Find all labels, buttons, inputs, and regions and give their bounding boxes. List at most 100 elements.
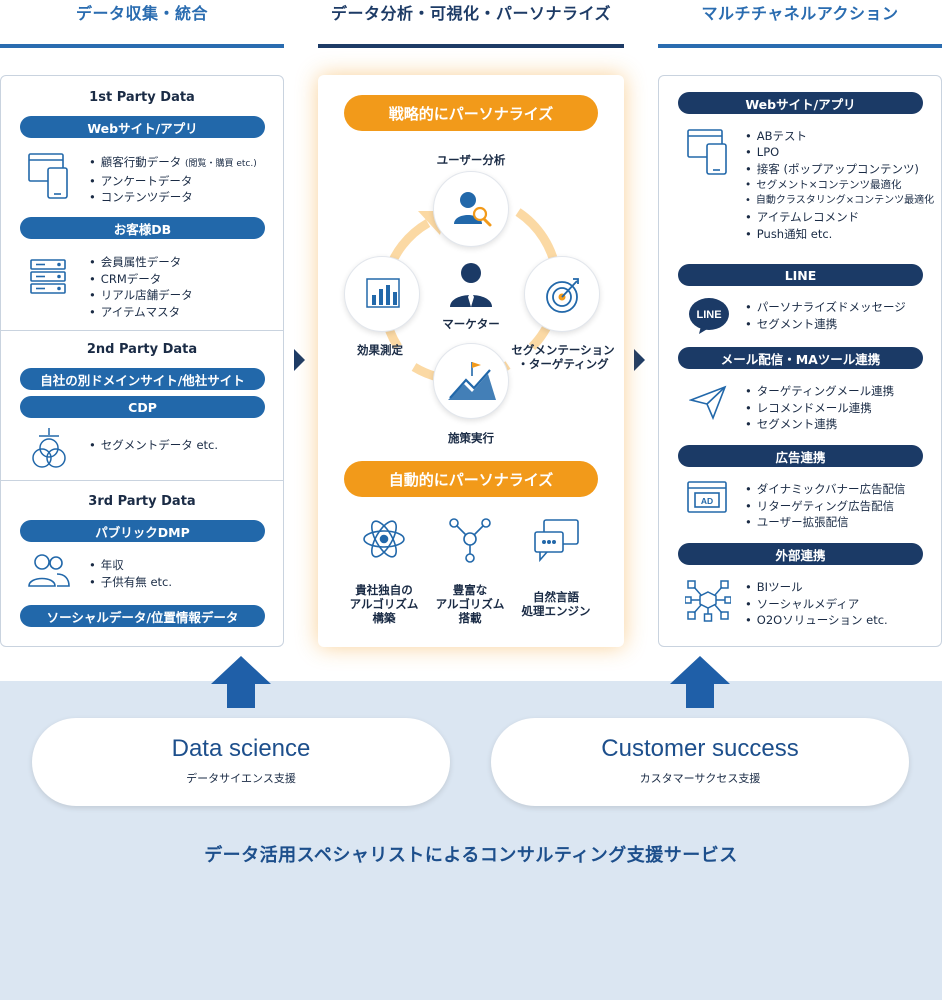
first-party-title: 1st Party Data: [89, 90, 195, 105]
social-location-pill: ソーシャルデータ/位置情報データ: [20, 605, 265, 627]
data-science-title: Data science: [171, 735, 311, 762]
customer-db-pill: お客様DB: [20, 217, 265, 239]
list-item: セグメント連携: [745, 316, 906, 333]
feature-label-nlp-engine: 自然言語 処理エンジン: [521, 590, 591, 618]
list-item: 子供有無 etc.: [89, 574, 172, 591]
customer-success-title: Customer success: [601, 735, 799, 762]
multichannel-panel: Webサイト/アプリ ABテスト LPO 接客 (ポップアップコンテンツ) セグ…: [658, 75, 942, 647]
list-item: リターゲティング広告配信: [745, 498, 906, 515]
ad-text: AD: [701, 496, 713, 506]
hub-network-icon: [684, 578, 732, 626]
ad-window-icon: AD: [686, 480, 730, 520]
list-item: LPO: [745, 144, 934, 160]
customer-db-list: 会員属性データ CRMデータ リアル店舗データ アイテムマスタ: [89, 254, 193, 320]
column-rule-right: [658, 44, 942, 48]
list-item: 年収: [89, 557, 172, 574]
list-item: セグメント×コンテンツ最適化: [745, 177, 934, 193]
list-item: コンテンツデータ: [89, 189, 257, 206]
database-server-icon: [29, 258, 69, 304]
list-item: ダイナミックバナー広告配信: [745, 481, 906, 498]
segmentation-node: [524, 256, 600, 332]
first-party-web-pill: Webサイト/アプリ: [20, 116, 265, 138]
second-party-title: 2nd Party Data: [86, 342, 198, 357]
atom-icon: [360, 515, 408, 567]
column-title-data-collection: データ収集・統合: [75, 4, 208, 23]
ads-action-list: ダイナミックバナー広告配信 リターゲティング広告配信 ユーザー拡張配信: [745, 481, 906, 531]
column-title-multichannel: マルチチャネルアクション: [701, 4, 899, 23]
web-app-pill: Webサイト/アプリ: [678, 92, 923, 114]
list-item: BIツール: [745, 579, 888, 596]
external-action-list: BIツール ソーシャルメディア O2Oソリューション etc.: [745, 579, 888, 629]
list-item: 自動クラスタリング×コンテンツ最適化: [745, 193, 934, 209]
up-arrow-icon: [670, 656, 730, 712]
list-item: ターゲティングメール連携: [745, 383, 894, 400]
section-divider: [1, 330, 283, 331]
flow-arrow-right-icon: [634, 349, 645, 371]
list-item: アンケートデータ: [89, 173, 257, 190]
auto-personalize-pill: 自動的にパーソナライズ: [344, 461, 598, 497]
paper-plane-icon: [688, 384, 729, 426]
list-item: ソーシャルメディア: [745, 596, 888, 613]
target-icon: [546, 278, 579, 313]
devices-icon: [27, 152, 75, 204]
chat-bubbles-icon: [532, 517, 582, 567]
line-action-list: パーソナライズドメッセージ セグメント連携: [745, 299, 906, 332]
list-item: レコメンドメール連携: [745, 400, 894, 417]
consulting-service-caption: データ活用スペシャリストによるコンサルティング支援サービス: [204, 845, 738, 866]
effect-measurement-node: [344, 256, 420, 332]
ads-pill: 広告連携: [678, 445, 923, 467]
list-item: 顧客行動データ (閲覧・購買 etc.): [89, 154, 257, 173]
data-collection-panel: 1st Party Data Webサイト/アプリ 顧客行動データ (閲覧・購買…: [0, 75, 284, 647]
customer-success-subtitle: カスタマーサクセス支援: [639, 772, 761, 785]
feature-label-custom-algorithm: 貴社独自の アルゴリズム 構築: [349, 583, 419, 625]
list-item: CRMデータ: [89, 271, 193, 288]
list-item: Push通知 etc.: [745, 226, 934, 242]
list-item: 接客 (ポップアップコンテンツ): [745, 161, 934, 177]
up-arrow-icon: [211, 656, 271, 712]
cycle-label-segmentation: セグメンテーション ・ターゲティング: [511, 343, 615, 371]
strategic-personalize-pill: 戦略的にパーソナライズ: [344, 95, 598, 131]
third-party-list: 年収 子供有無 etc.: [89, 557, 172, 590]
feature-label-rich-algorithm: 豊富な アルゴリズム 搭載: [435, 583, 505, 625]
list-item: パーソナライズドメッセージ: [745, 299, 906, 316]
mountain-flag-icon: [448, 362, 496, 400]
mail-action-list: ターゲティングメール連携 レコメンドメール連携 セグメント連携: [745, 383, 894, 433]
list-item: アイテムマスタ: [89, 304, 193, 321]
second-party-list: セグメントデータ etc.: [89, 437, 218, 454]
second-party-domain-pill: 自社の別ドメインサイト/他社サイト: [20, 368, 265, 390]
flow-arrow-right-icon: [294, 349, 305, 371]
third-party-title: 3rd Party Data: [88, 494, 196, 509]
first-party-web-list: 顧客行動データ (閲覧・購買 etc.) アンケートデータ コンテンツデータ: [89, 154, 257, 206]
customer-success-bubble: Customer success カスタマーサクセス支援: [491, 718, 909, 806]
cycle-label-execution: 施策実行: [448, 431, 494, 445]
line-logo-icon: LINE: [687, 296, 731, 340]
section-divider: [1, 480, 283, 481]
external-pill: 外部連携: [678, 543, 923, 565]
data-science-subtitle: データサイエンス支援: [186, 772, 296, 785]
list-item: セグメント連携: [745, 416, 894, 433]
list-item: ABテスト: [745, 128, 934, 144]
list-item: リアル店舗データ: [89, 287, 193, 304]
column-rule-center: [318, 44, 624, 48]
line-logo-text: LINE: [696, 309, 721, 321]
segment-venn-icon: [27, 426, 71, 476]
column-rule-left: [0, 44, 284, 48]
marketer-icon: [446, 261, 496, 313]
line-pill: LINE: [678, 264, 923, 286]
list-item: O2Oソリューション etc.: [745, 612, 888, 629]
execution-node: [433, 343, 509, 419]
network-nodes-icon: [446, 515, 494, 567]
user-analysis-node: [433, 171, 509, 247]
web-action-list: ABテスト LPO 接客 (ポップアップコンテンツ) セグメント×コンテンツ最適…: [745, 128, 934, 242]
mail-ma-pill: メール配信・MAツール連携: [678, 347, 923, 369]
data-science-bubble: Data science データサイエンス支援: [32, 718, 450, 806]
list-item: セグメントデータ etc.: [89, 437, 218, 454]
list-item: 会員属性データ: [89, 254, 193, 271]
column-title-analysis: データ分析・可視化・パーソナライズ: [330, 4, 612, 23]
list-item: アイテムレコメンド: [745, 209, 934, 225]
bar-chart-icon: [366, 278, 400, 308]
cdp-pill: CDP: [20, 396, 265, 418]
cycle-label-user-analysis: ユーザー分析: [436, 153, 506, 167]
devices-icon: [686, 128, 734, 182]
list-item: ユーザー拡張配信: [745, 514, 906, 531]
